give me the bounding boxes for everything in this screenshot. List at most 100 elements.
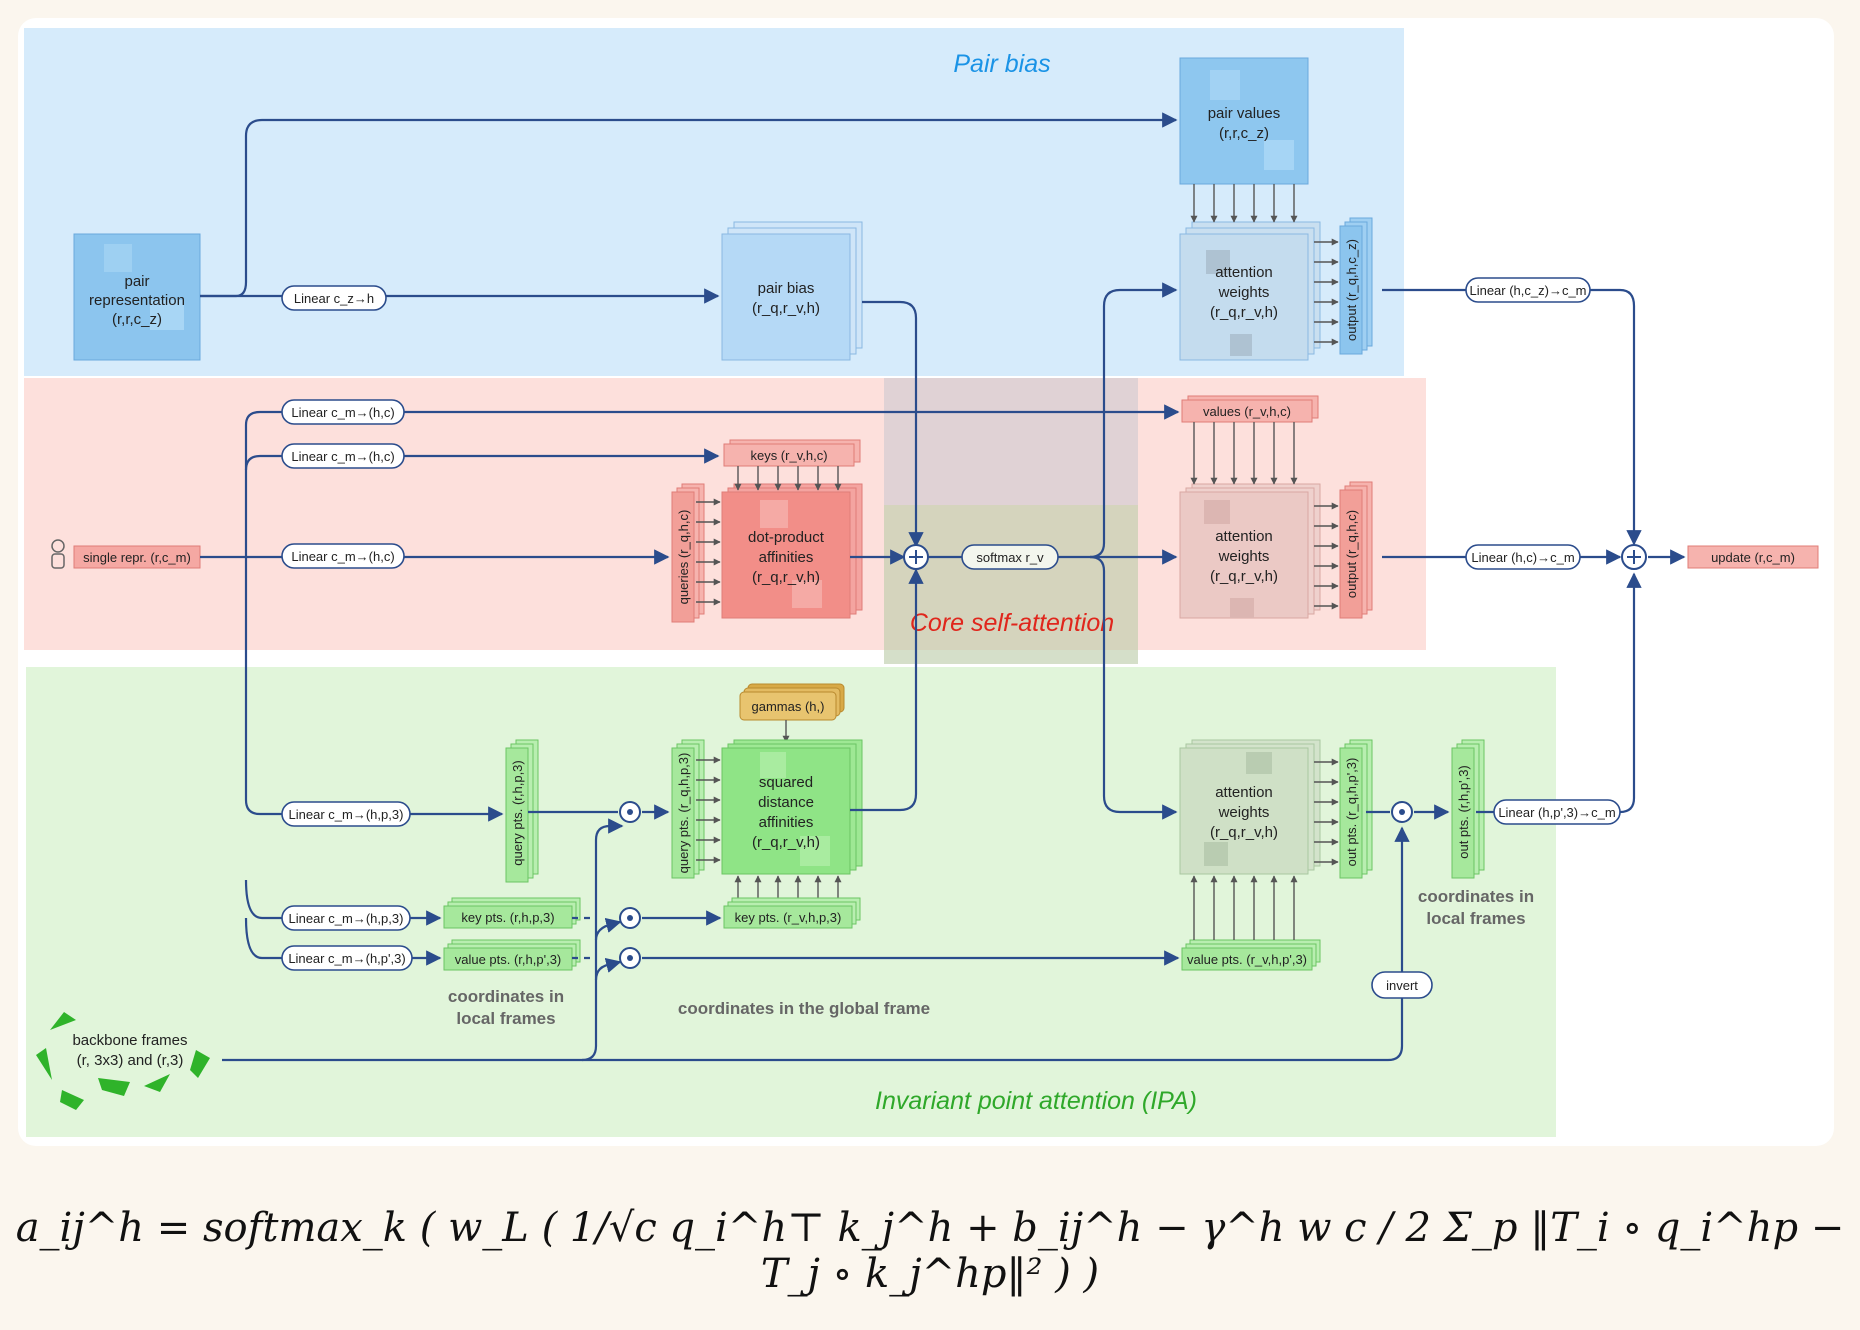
lin-pair-label: Linear c_z→h [294, 291, 374, 306]
squared-dist-label-1: squared [759, 774, 813, 791]
pair-repr-label-3: (r,r,c_z) [112, 311, 162, 328]
attn-single-label-3: (r_q,r_v,h) [1210, 568, 1278, 585]
key-pts-box: key pts. (r,h,p,3) [443, 897, 581, 929]
weights-to-output-single-arrows [1314, 502, 1339, 610]
pair-bias-label-2: (r_q,r_v,h) [752, 300, 820, 317]
query-pts-label: query pts. (r,h,p,3) [510, 760, 525, 866]
attention-formula: a_ij^h = softmax_k ( w_L ( 1/√c q_i^h⊤ k… [15, 1205, 1845, 1297]
pair-values-to-weights-arrows [1190, 184, 1298, 223]
weights-to-outpts-arrows [1314, 758, 1339, 866]
op-pill-out-pair: Linear (h,c_z)→c_m [1465, 277, 1591, 303]
vpts-to-weights-arrows [1190, 875, 1298, 940]
op-pill-softmax: softmax r_v [961, 544, 1059, 570]
update-box: update (r,c_m) [1687, 545, 1819, 569]
pair-bias-label-1: pair bias [758, 280, 815, 297]
key-pts-label: key pts. (r,h,p,3) [461, 910, 554, 925]
op-pill-out-ipa: Linear (h,p',3)→c_m [1493, 799, 1621, 825]
pair-bias-title: Pair bias [953, 50, 1050, 78]
compose-dots [627, 809, 1405, 961]
pair-bias-region [24, 28, 1404, 376]
keys-box: keys (r_v,h,c) [723, 439, 861, 467]
update-label: update (r,c_m) [1711, 550, 1795, 565]
out-ipa-label: Linear (h,p',3)→c_m [1498, 805, 1615, 820]
attn-pair-label-3: (r_q,r_v,h) [1210, 304, 1278, 321]
squared-dist-label-4: (r_q,r_v,h) [752, 834, 820, 851]
attention-weights-ipa: attention weights (r_q,r_v,h) [1179, 739, 1321, 875]
backbone-frames-icon [36, 1012, 210, 1110]
queries-label: queries (r_q,h,c) [676, 510, 691, 605]
attention-weights-single: attention weights (r_q,r_v,h) [1179, 483, 1321, 619]
values-label: values (r_v,h,c) [1203, 404, 1291, 419]
out-pts-local-label: out pts. (r,h,p',3) [1456, 765, 1471, 859]
weights-to-output-pair-arrows [1314, 238, 1339, 346]
value-pts-global-box: value pts. (r_v,h,p',3) [1181, 939, 1321, 971]
op-pill-invert: invert [1371, 971, 1433, 999]
pair-values-label-1: pair values [1208, 105, 1281, 122]
attn-ipa-label-2: weights [1218, 804, 1270, 821]
squared-dist-label-2: distance [758, 794, 814, 811]
ipa-title: Invariant point attention (IPA) [875, 1087, 1197, 1115]
backbone-label-2: (r, 3x3) and (r,3) [77, 1052, 184, 1069]
connectors [200, 112, 1686, 1062]
single-repr-label: single repr. (r,c_m) [83, 550, 191, 565]
op-pill-out-single: Linear (h,c)→c_m [1465, 544, 1581, 570]
query-pts-box: query pts. (r,h,p,3) [505, 739, 539, 883]
plus-core [903, 544, 929, 570]
gammas-box: gammas (h,) [739, 683, 845, 721]
attn-single-label-1: attention [1215, 528, 1273, 545]
pair-values-box: pair values (r,r,c_z) [1179, 57, 1309, 185]
pair-representation-box: pair representation (r,r,c_z) [73, 233, 201, 361]
backbone-label-1: backbone frames [72, 1032, 187, 1049]
squared-dist-label-3: affinities [759, 814, 814, 831]
attn-pair-label-1: attention [1215, 264, 1273, 281]
core-region-overlay [884, 378, 1138, 664]
key-pts-global-box: key pts. (r_v,h,p,3) [723, 897, 861, 929]
attn-ipa-label-3: (r_q,r_v,h) [1210, 824, 1278, 841]
op-pill-lin-pair: Linear c_z→h [281, 285, 387, 311]
note-local-2-line2: local frames [1426, 909, 1525, 928]
key-pts-global-label: key pts. (r_v,h,p,3) [735, 910, 842, 925]
out-pts-global-box: out pts. (r_q,h,p',3) [1339, 739, 1373, 879]
note-local-1-line1: coordinates in [448, 987, 564, 1006]
op-pill-lin-values: Linear c_m→(h,c) [281, 399, 405, 425]
attn-ipa-label-1: attention [1215, 784, 1273, 801]
pair-repr-label-2: representation [89, 292, 185, 309]
qpts-to-sqdist-arrows [696, 756, 721, 864]
lin-kpts-label: Linear c_m→(h,p,3) [289, 911, 404, 926]
keys-label: keys (r_v,h,c) [750, 448, 827, 463]
attention-weights-pair: attention weights (r_q,r_v,h) [1179, 221, 1321, 361]
lin-qpts-label: Linear c_m→(h,p,3) [289, 807, 404, 822]
output-single-label: output (r_q,h,c) [1344, 510, 1359, 598]
note-local-2-line1: coordinates in [1418, 887, 1534, 906]
squared-distance-box: squared distance affinities (r_q,r_v,h) [721, 739, 863, 875]
invert-label: invert [1386, 978, 1418, 993]
values-to-weights-arrows [1190, 422, 1298, 485]
value-pts-box: value pts. (r,h,p',3) [443, 939, 581, 971]
pair-bias-box: pair bias (r_q,r_v,h) [721, 221, 863, 361]
pair-values-label-2: (r,r,c_z) [1219, 125, 1269, 142]
query-pts-global-label: query pts. (r_q,h,p,3) [676, 753, 691, 874]
lin-values-label: Linear c_m→(h,c) [291, 405, 394, 420]
core-attention-title: Core self-attention [910, 609, 1114, 637]
dot-product-label-2: affinities [759, 549, 814, 566]
dot-product-label-3: (r_q,r_v,h) [752, 569, 820, 586]
op-pill-lin-qpts: Linear c_m→(h,p,3) [281, 801, 411, 827]
out-pts-global-label: out pts. (r_q,h,p',3) [1344, 758, 1359, 867]
single-repr-input: single repr. (r,c_m) [51, 539, 201, 569]
output-pair-label: output (r_q,h,c_z) [1344, 239, 1359, 341]
core-region-lower [884, 505, 1138, 664]
gammas-label: gammas (h,) [752, 699, 825, 714]
pair-repr-label-1: pair [124, 273, 149, 290]
softmax-label: softmax r_v [976, 550, 1044, 565]
out-pair-label: Linear (h,c_z)→c_m [1469, 283, 1586, 298]
note-local-1-line2: local frames [456, 1009, 555, 1028]
output-single-box: output (r_q,h,c) [1339, 481, 1373, 619]
out-pts-local-box: out pts. (r,h,p',3) [1451, 739, 1485, 879]
keys-to-dot-arrows [734, 466, 842, 491]
attn-single-label-2: weights [1218, 548, 1270, 565]
values-box: values (r_v,h,c) [1181, 395, 1319, 423]
lin-keys-label: Linear c_m→(h,c) [291, 449, 394, 464]
op-pill-lin-queries: Linear c_m→(h,c) [281, 543, 405, 569]
attn-pair-label-2: weights [1218, 284, 1270, 301]
